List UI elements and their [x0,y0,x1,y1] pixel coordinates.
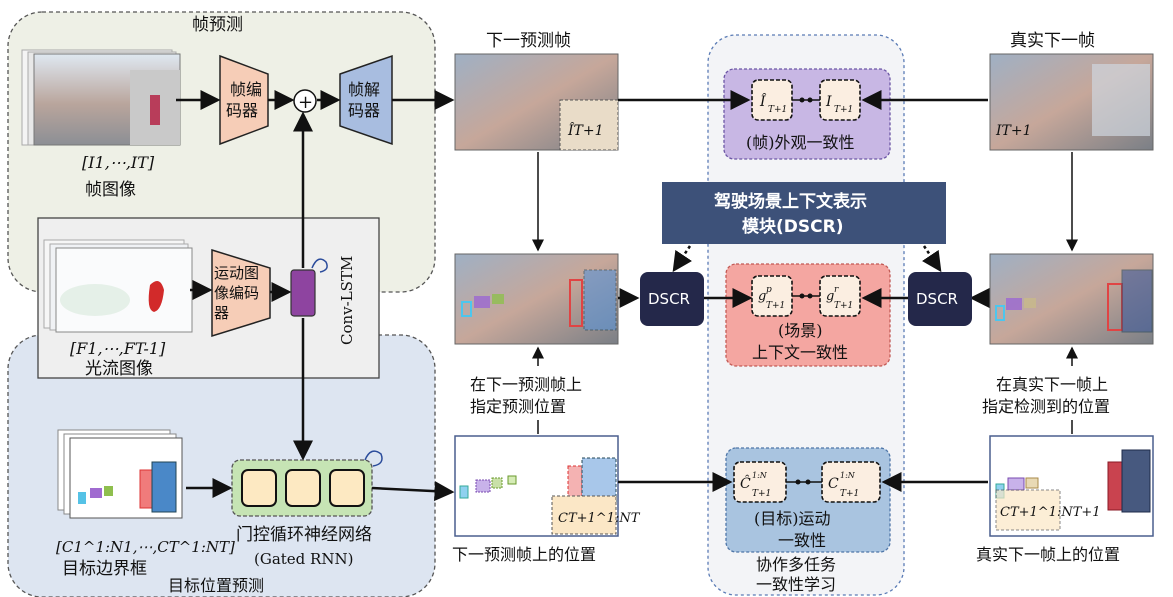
bbox-label: 目标边界框 [62,559,147,579]
scene-pred-sup: p [766,285,772,295]
consistency-panel-label-1: 协作多任务 [756,555,836,574]
real-frame-title: 真实下一帧 [1010,31,1095,51]
appearance-label: (帧)外观一致性 [746,133,855,152]
motion-link-dot-2 [805,479,811,485]
motion-real-node [821,461,881,503]
real-assign-label-1: 在真实下一帧上 [996,375,1108,394]
scene-real-symbol: g [826,289,834,304]
motion-encoder-label-3: 器 [214,304,229,322]
dscr-banner-title-1: 驾驶场景上下文表示 [714,191,867,212]
target-prediction-panel [7,334,436,597]
flow-image-label: 光流图像 [85,359,153,379]
scene-link-dot-2 [807,293,813,299]
pred-frame-scene-image [454,253,619,345]
scene-label-1: (场景) [778,321,823,340]
real-positions-label: 真实下一帧上的位置 [976,545,1120,564]
motion-real-symbol: C [828,476,839,492]
appearance-pred-symbol: Î [759,92,767,110]
flow-seq-label: [F1,⋯,FT-1] [70,339,166,358]
scene-pred-symbol: g [758,289,766,304]
dscr-node-left [640,272,704,326]
motion-real-sub: T+1 [840,489,859,499]
scene-real-sup: r [834,285,839,295]
dscr-node-right [908,272,972,326]
motion-encoder-label-2: 像编码 [214,284,259,302]
motion-encoder [211,248,271,338]
frame-prediction-title: 帧预测 [192,15,243,35]
pred-pos-symbol: CT+1^1:NT [558,511,641,526]
frame-decoder-label-2: 码器 [348,101,380,120]
real-pos-symbol: CT+1^1:NT+1 [1000,505,1101,520]
frame-decoder-label: 帧解 [348,80,380,99]
scene-link-dot-1 [799,293,805,299]
gru-label-1: 门控循环神经网络 [236,525,372,545]
pred-assign-label-2: 指定预测位置 [470,397,566,416]
conv-lstm-label: Conv-LSTM [338,256,356,345]
frame-encoder [219,54,269,146]
pred-assign-label-1: 在下一预测帧上 [470,375,582,394]
arrow-banner-to-dscr-left [672,245,693,273]
dscr-banner [662,182,946,244]
lstm-recurrent-loop [311,258,328,273]
dscr-node-right-label: DSCR [916,290,958,308]
gru-cell-1 [241,469,277,507]
frame-encoder-label: 帧编 [230,80,262,99]
dscr-node-left-label: DSCR [648,290,690,308]
appearance-real-sub: T+1 [834,105,853,115]
sum-symbol: + [298,92,313,113]
real-assign-label-2: 指定检测到的位置 [982,397,1110,416]
consistency-panel-label-2: 一致性学习 [756,575,836,594]
pred-positions-image [454,435,619,537]
appearance-link-dot-2 [807,97,813,103]
motion-link-dot-1 [795,479,801,485]
appearance-pred-sub: T+1 [768,105,787,115]
bbox-seq-label: [C1^1:N1,⋯,CT^1:NT] [56,538,235,556]
gru-cell-3 [329,469,365,507]
scene-real-node [819,275,861,317]
scene-real-sub: T+1 [834,301,853,311]
bbox-stack-image [57,429,183,519]
motion-label-2: 一致性 [778,531,826,550]
dscr-banner-title-2: 模块(DSCR) [742,216,843,237]
motion-pred-symbol: Ĉ [740,474,751,492]
real-positions-image [989,435,1154,537]
frame-image-label: 帧图像 [85,180,136,200]
motion-encoder-label: 运动图 [214,264,259,282]
motion-label-1: (目标)运动 [754,509,831,528]
frame-encoder-label-2: 码器 [226,101,258,120]
target-prediction-title: 目标位置预测 [168,576,264,595]
real-frame-scene-image [989,253,1154,345]
arrow-gru-to-positions [371,481,455,502]
pred-frame-image [454,53,619,151]
gru-cell-2 [285,469,321,507]
pred-frame-symbol: ÎT+1 [567,121,604,139]
real-frame-image [989,53,1154,151]
scene-label-2: 上下文一致性 [752,343,848,362]
appearance-link-dot-1 [799,97,805,103]
pred-positions-label: 下一预测帧上的位置 [452,545,596,564]
real-frame-symbol: IT+1 [995,123,1032,139]
arrow-banner-to-dscr-right [921,245,942,273]
gru-label-2: (Gated RNN) [254,550,353,568]
appearance-real-symbol: I [825,94,832,110]
motion-real-sup: 1:N [840,471,856,480]
appearance-real-node [819,79,861,121]
gru-recurrent-loop [364,450,383,467]
frame-seq-label: [I1,⋯,IT] [82,153,155,172]
conv-lstm-cell [290,269,316,317]
motion-pred-sup: 1:N [752,471,768,480]
pred-frame-title: 下一预测帧 [486,31,571,51]
frame-stack-image [21,49,181,146]
scene-pred-sub: T+1 [766,301,785,311]
optical-flow-stack-image [43,239,193,333]
motion-pred-sub: T+1 [752,489,771,499]
